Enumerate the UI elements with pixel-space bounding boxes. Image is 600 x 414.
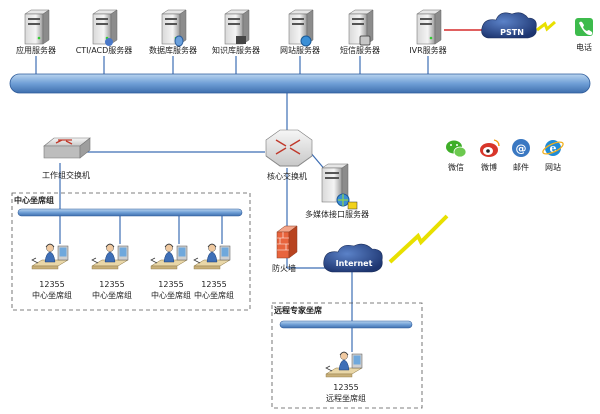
switch-arrows-icon <box>275 139 301 155</box>
channel-ie[interactable]: e 网站 <box>541 140 564 172</box>
seat-number: 12355 <box>201 280 226 289</box>
work-group-switch[interactable]: 工作组交换机 <box>42 137 91 180</box>
svg-text:e: e <box>550 142 557 155</box>
pstn-label: PSTN <box>500 28 524 37</box>
server-label: 网站服务器 <box>280 45 320 55</box>
brick-icon <box>277 232 289 251</box>
pstn-cloud: PSTN <box>481 12 537 39</box>
server-label: 短信服务器 <box>340 45 380 55</box>
knowledge-server[interactable]: 知识库服务器 <box>212 9 260 55</box>
center-bus <box>17 208 243 217</box>
internet-cloud: Internet <box>323 243 383 273</box>
remote-group-box <box>271 302 423 409</box>
phone-label: 电话 <box>576 42 592 52</box>
connection-lines <box>35 56 429 352</box>
center-seat-group: 中心坐席组 12355中心坐席组12355中心坐席组12355中心坐席组1235… <box>11 192 251 311</box>
seat-label: 中心坐席组 <box>194 290 234 300</box>
ivr-server[interactable]: IVR服务器 <box>409 9 447 55</box>
seat-label: 中心坐席组 <box>32 290 72 300</box>
seat-label: 中心坐席组 <box>92 290 132 300</box>
seat-label: 中心坐席组 <box>151 290 191 300</box>
work-switch-label: 工作组交换机 <box>42 170 90 180</box>
channel-label: 微博 <box>481 162 497 172</box>
switch-arrows-icon <box>55 139 73 145</box>
globe-icon <box>300 35 312 47</box>
seat-number: 12355 <box>158 280 183 289</box>
server-label: CTI/ACD服务器 <box>76 45 133 55</box>
user-badge-icon <box>105 38 113 46</box>
remote-bus <box>279 320 413 329</box>
multimedia-server[interactable]: 多媒体接口服务器 <box>305 163 369 219</box>
seat-number: 12355 <box>39 280 64 289</box>
wechat-icon <box>446 140 467 158</box>
lightning-icon <box>536 20 556 32</box>
mail-icon: @ <box>512 139 530 157</box>
server-label: IVR服务器 <box>409 45 446 55</box>
channel-label: 邮件 <box>513 162 529 172</box>
cti-acd-server[interactable]: CTI/ACD服务器 <box>76 9 133 55</box>
core-switch-label: 核心交换机 <box>267 171 307 181</box>
wireless-lightning-icon <box>388 214 449 264</box>
channel-wechat[interactable]: 微信 <box>446 140 467 173</box>
database-server[interactable]: 数据库服务器 <box>149 9 197 55</box>
phone[interactable]: 电话 <box>575 18 593 52</box>
database-icon <box>174 35 184 47</box>
server-label: 数据库服务器 <box>149 45 197 55</box>
server-label: 应用服务器 <box>16 45 56 55</box>
seat-workstation-icon <box>91 243 129 270</box>
server-label: 知识库服务器 <box>212 45 260 55</box>
core-switch[interactable]: 核心交换机 <box>265 129 313 181</box>
channel-icons: 微信 微博 @ 邮件 e 网站 <box>446 139 564 173</box>
center-group-title: 中心坐席组 <box>14 195 54 205</box>
channel-label: 网站 <box>545 162 561 172</box>
svg-text:@: @ <box>516 142 527 155</box>
channel-weibo[interactable]: 微博 <box>480 139 500 172</box>
server-row: 应用服务器 CTI/ACD服务器 数据库服务器 知识库服务器 网站服务器 短信服务器 IVR… <box>16 9 447 55</box>
app-server[interactable]: 应用服务器 <box>16 9 56 55</box>
seat-workstation-icon <box>193 243 231 270</box>
seat-label: 远程坐席组 <box>326 393 366 403</box>
seat-number: 12355 <box>99 280 124 289</box>
phone-device-icon <box>359 35 371 46</box>
internet-label: Internet <box>336 259 373 268</box>
backbone-bus <box>9 73 591 94</box>
seat-workstation-icon <box>31 243 69 270</box>
sms-server[interactable]: 短信服务器 <box>340 9 380 55</box>
remote-group-title: 远程专家坐席 <box>274 305 322 315</box>
firewall[interactable]: 防火墙 <box>272 225 298 273</box>
book-icon <box>236 36 246 44</box>
center-group-box <box>11 192 251 311</box>
seat-workstation-icon <box>325 351 363 378</box>
ie-icon: e <box>542 140 564 156</box>
mail-badge-icon <box>347 201 358 210</box>
seat-number: 12355 <box>333 383 358 392</box>
media-server-label: 多媒体接口服务器 <box>305 209 369 219</box>
seat-workstation-icon <box>150 243 188 270</box>
firewall-label: 防火墙 <box>272 263 296 273</box>
channel-label: 微信 <box>448 162 464 172</box>
web-server[interactable]: 网站服务器 <box>280 9 320 55</box>
channel-mail[interactable]: @ 邮件 <box>512 139 530 172</box>
weibo-icon <box>480 139 500 157</box>
